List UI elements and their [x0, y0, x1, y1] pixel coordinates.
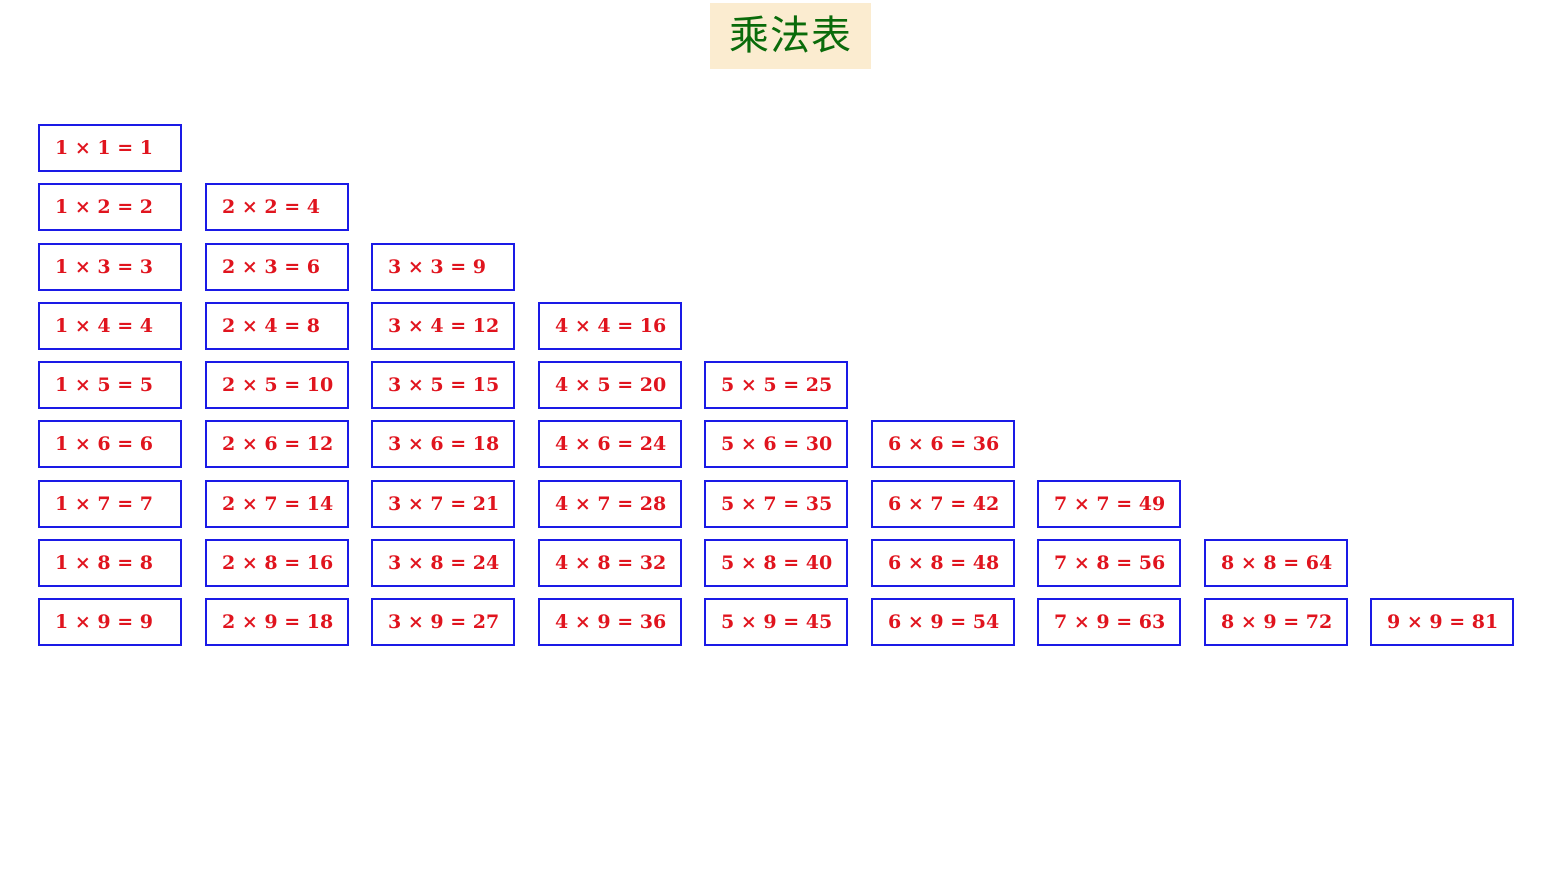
equation-text: 4 × 9 = 36: [555, 611, 667, 633]
equation-text: 3 × 6 = 18: [388, 433, 500, 455]
equation-text: 2 × 4 = 8: [222, 315, 320, 337]
equation-text: 4 × 8 = 32: [555, 552, 667, 574]
equation-text: 4 × 5 = 20: [555, 374, 667, 396]
equation-text: 8 × 8 = 64: [1221, 552, 1333, 574]
equation-cell-7x7: 7 × 7 = 49: [1037, 480, 1181, 528]
equation-text: 1 × 4 = 4: [55, 315, 153, 337]
equation-cell-2x8: 2 × 8 = 16: [205, 539, 349, 587]
equation-cell-1x4: 1 × 4 = 4: [38, 302, 182, 350]
equation-cell-7x9: 7 × 9 = 63: [1037, 598, 1181, 646]
equation-text: 9 × 9 = 81: [1387, 611, 1499, 633]
equation-cell-7x8: 7 × 8 = 56: [1037, 539, 1181, 587]
equation-text: 2 × 3 = 6: [222, 256, 320, 278]
equation-cell-2x3: 2 × 3 = 6: [205, 243, 349, 291]
equation-cell-6x9: 6 × 9 = 54: [871, 598, 1015, 646]
equation-cell-1x5: 1 × 5 = 5: [38, 361, 182, 409]
equation-cell-3x4: 3 × 4 = 12: [371, 302, 515, 350]
equation-text: 1 × 1 = 1: [55, 137, 153, 159]
equation-text: 1 × 5 = 5: [55, 374, 153, 396]
equation-text: 2 × 8 = 16: [222, 552, 334, 574]
equation-text: 4 × 4 = 16: [555, 315, 667, 337]
equation-text: 3 × 5 = 15: [388, 374, 500, 396]
equation-text: 6 × 7 = 42: [888, 493, 1000, 515]
equation-cell-2x6: 2 × 6 = 12: [205, 420, 349, 468]
equation-text: 4 × 7 = 28: [555, 493, 667, 515]
equation-text: 1 × 7 = 7: [55, 493, 153, 515]
equation-cell-3x5: 3 × 5 = 15: [371, 361, 515, 409]
equation-cell-4x5: 4 × 5 = 20: [538, 361, 682, 409]
equation-cell-3x7: 3 × 7 = 21: [371, 480, 515, 528]
equation-cell-1x9: 1 × 9 = 9: [38, 598, 182, 646]
equation-text: 5 × 7 = 35: [721, 493, 833, 515]
equation-cell-4x7: 4 × 7 = 28: [538, 480, 682, 528]
equation-text: 4 × 6 = 24: [555, 433, 667, 455]
equation-text: 5 × 6 = 30: [721, 433, 833, 455]
equation-text: 2 × 6 = 12: [222, 433, 334, 455]
equation-text: 3 × 9 = 27: [388, 611, 500, 633]
equation-text: 6 × 6 = 36: [888, 433, 1000, 455]
equation-text: 2 × 2 = 4: [222, 196, 320, 218]
equation-cell-4x4: 4 × 4 = 16: [538, 302, 682, 350]
equation-cell-2x4: 2 × 4 = 8: [205, 302, 349, 350]
equation-text: 3 × 4 = 12: [388, 315, 500, 337]
equation-cell-1x2: 1 × 2 = 2: [38, 183, 182, 231]
equation-cell-5x6: 5 × 6 = 30: [704, 420, 848, 468]
equation-cell-4x6: 4 × 6 = 24: [538, 420, 682, 468]
equation-cell-3x6: 3 × 6 = 18: [371, 420, 515, 468]
equation-cell-1x7: 1 × 7 = 7: [38, 480, 182, 528]
equation-cell-8x8: 8 × 8 = 64: [1204, 539, 1348, 587]
equation-cell-9x9: 9 × 9 = 81: [1370, 598, 1514, 646]
equation-text: 2 × 5 = 10: [222, 374, 334, 396]
equation-cell-5x5: 5 × 5 = 25: [704, 361, 848, 409]
equation-text: 1 × 3 = 3: [55, 256, 153, 278]
equation-cell-2x2: 2 × 2 = 4: [205, 183, 349, 231]
equation-text: 1 × 8 = 8: [55, 552, 153, 574]
equation-text: 1 × 2 = 2: [55, 196, 153, 218]
equation-text: 5 × 9 = 45: [721, 611, 833, 633]
equation-text: 3 × 7 = 21: [388, 493, 500, 515]
equation-cell-6x7: 6 × 7 = 42: [871, 480, 1015, 528]
equation-text: 6 × 9 = 54: [888, 611, 1000, 633]
equation-text: 1 × 6 = 6: [55, 433, 153, 455]
equation-cell-1x8: 1 × 8 = 8: [38, 539, 182, 587]
equation-cell-1x6: 1 × 6 = 6: [38, 420, 182, 468]
equation-cell-1x1: 1 × 1 = 1: [38, 124, 182, 172]
page-title: 乘法表: [710, 3, 871, 69]
equation-cell-8x9: 8 × 9 = 72: [1204, 598, 1348, 646]
equation-text: 5 × 5 = 25: [721, 374, 833, 396]
equation-cell-1x3: 1 × 3 = 3: [38, 243, 182, 291]
equation-text: 6 × 8 = 48: [888, 552, 1000, 574]
equation-cell-5x7: 5 × 7 = 35: [704, 480, 848, 528]
equation-cell-2x9: 2 × 9 = 18: [205, 598, 349, 646]
equation-text: 7 × 7 = 49: [1054, 493, 1166, 515]
equation-text: 5 × 8 = 40: [721, 552, 833, 574]
equation-cell-2x5: 2 × 5 = 10: [205, 361, 349, 409]
equation-cell-3x9: 3 × 9 = 27: [371, 598, 515, 646]
equation-cell-3x8: 3 × 8 = 24: [371, 539, 515, 587]
equation-text: 2 × 9 = 18: [222, 611, 334, 633]
equation-cell-4x8: 4 × 8 = 32: [538, 539, 682, 587]
equation-cell-5x9: 5 × 9 = 45: [704, 598, 848, 646]
equation-cell-6x8: 6 × 8 = 48: [871, 539, 1015, 587]
equation-cell-4x9: 4 × 9 = 36: [538, 598, 682, 646]
equation-text: 7 × 8 = 56: [1054, 552, 1166, 574]
equation-text: 3 × 8 = 24: [388, 552, 500, 574]
equation-text: 2 × 7 = 14: [222, 493, 334, 515]
equation-cell-6x6: 6 × 6 = 36: [871, 420, 1015, 468]
equation-text: 8 × 9 = 72: [1221, 611, 1333, 633]
equation-text: 1 × 9 = 9: [55, 611, 153, 633]
equation-text: 3 × 3 = 9: [388, 256, 486, 278]
equation-cell-5x8: 5 × 8 = 40: [704, 539, 848, 587]
equation-text: 7 × 9 = 63: [1054, 611, 1166, 633]
equation-cell-2x7: 2 × 7 = 14: [205, 480, 349, 528]
equation-cell-3x3: 3 × 3 = 9: [371, 243, 515, 291]
